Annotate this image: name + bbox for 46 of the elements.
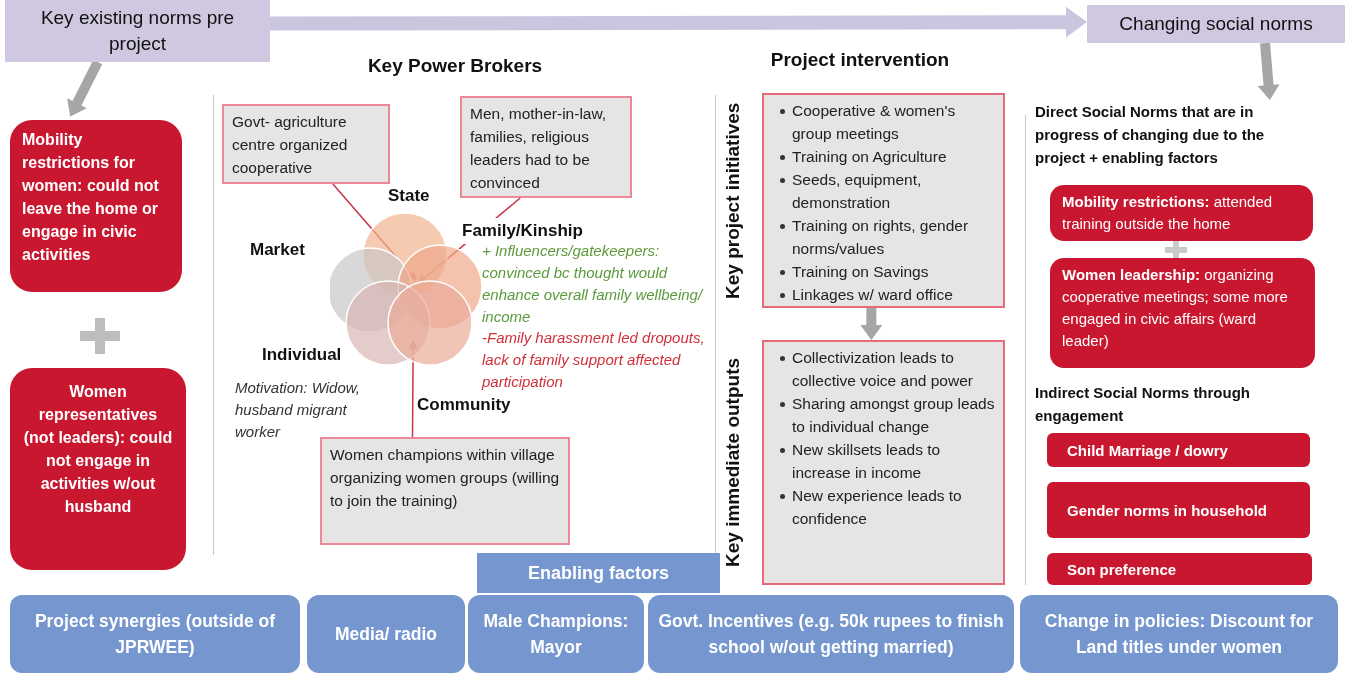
arrow (270, 6, 1087, 38)
header-box: Key existing norms pre project (5, 0, 270, 62)
norm-card: Mobility restrictions for women: could not leave the home or engage in civic activities (10, 120, 182, 292)
enabling-factor-box: Male Champions: Mayor (468, 595, 644, 673)
bullet-item: Sharing amongst group leads to individual change (772, 392, 999, 438)
bullet-item: Cooperative & women's group meetings (772, 99, 999, 145)
enabling-factor-box: Project synergies (outside of JPRWEE) (10, 595, 300, 673)
venn-label: State (388, 185, 431, 207)
outputs-panel (762, 340, 1005, 585)
norm-card: Child Marriage / dowry (1047, 433, 1310, 467)
initiatives-panel (762, 93, 1005, 308)
vertical-section-label: Key project initiatives (721, 101, 744, 302)
arrow (67, 59, 103, 117)
arrow (1257, 42, 1280, 100)
bullet-item: Seeds, equipment, demonstration (772, 168, 999, 214)
section-title: Key Power Brokers (366, 54, 544, 78)
venn-label: Community (417, 394, 512, 416)
norm-card: Women leadership: organizing cooperative meetings; some more engaged in civic affairs (ward leader) (1050, 258, 1315, 368)
vertical-section-label: Key immediate outputs (721, 357, 744, 570)
note-text: + Influencers/gatekeepers: convinced bc thought would enhance overall family wellbeing/ income (482, 241, 705, 327)
section-title: Project intervention (769, 48, 951, 72)
norm-card: Son preference (1047, 553, 1312, 585)
section-title: Direct Social Norms that are in progress of changing due to the project + enabling factors (1035, 100, 1300, 172)
norm-card: Gender norms in household (1047, 482, 1310, 538)
venn-label: Market (250, 239, 306, 261)
bullet-item: New experience leads to confidence (772, 484, 999, 530)
callout-box: Men, mother-in-law, families, religious leaders had to be convinced (460, 96, 632, 198)
header-box: Changing social norms (1087, 5, 1345, 43)
section-title: Indirect Social Norms through engagement (1035, 383, 1252, 426)
bullet-item: Training on Savings (772, 260, 999, 283)
venn-label: Individual (262, 344, 343, 366)
bullet-item: Collectivization leads to collective voice and power (772, 346, 999, 392)
bullet-item: Linkages w/ ward office (772, 283, 999, 306)
section-header-box: Enabling factors (477, 553, 720, 593)
note-text: -Family harassment led dropouts, lack of family support affected participation (482, 328, 706, 392)
norm-card: Mobility restrictions: attended training outside the home (1050, 185, 1313, 241)
enabling-factor-box: Change in policies: Discount for Land titles under women (1020, 595, 1338, 673)
bullet-item: Training on Agriculture (772, 145, 999, 168)
enabling-factor-box: Govt. Incentives (e.g. 50k rupees to finish school w/out getting married) (648, 595, 1014, 673)
callout-box: Govt- agriculture centre organized cooperative (222, 104, 390, 184)
bullet-item: Training on rights, gender norms/values (772, 214, 999, 260)
callout-box: Women champions within village organizing women groups (willing to join the training) (320, 437, 570, 545)
norm-card: Women representatives (not leaders): could not engage in activities w/out husband (10, 368, 186, 570)
enabling-factor-box: Media/ radio (307, 595, 465, 673)
bullet-item: New skillsets leads to increase in income (772, 438, 999, 484)
arrow (860, 308, 883, 340)
